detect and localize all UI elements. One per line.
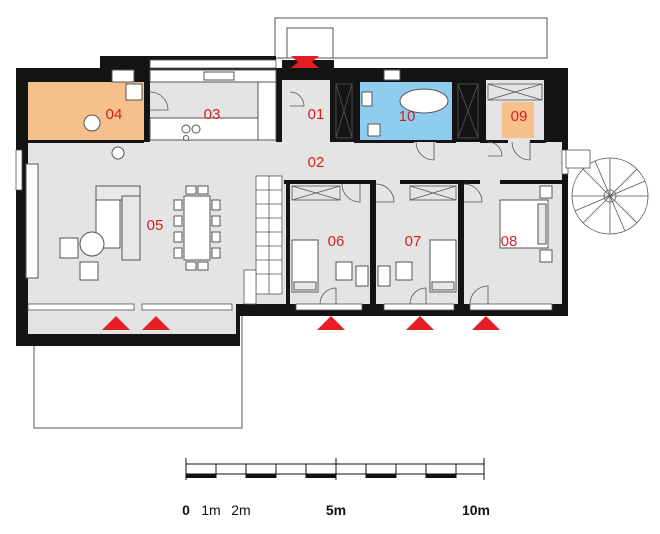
scale-bar: 0 1m 2m 5m 10m [182, 458, 490, 518]
entrance-marker-top [291, 56, 319, 68]
room-label-09: 09 [511, 108, 528, 125]
bathroom-fixtures [361, 69, 449, 137]
scale-label-10m: 10m [462, 502, 490, 518]
staircase [255, 175, 283, 295]
entrance-marker [472, 316, 500, 330]
room-label-07: 07 [405, 233, 422, 250]
hall-01-floor [282, 80, 330, 144]
entrance-marker [102, 316, 130, 330]
scale-label-1m: 1m [201, 502, 220, 518]
scale-label-0: 0 [182, 502, 190, 518]
dining-table [173, 185, 221, 271]
room-label-04: 04 [106, 106, 123, 123]
entrance-marker [317, 316, 345, 330]
room-09-fill [502, 102, 534, 138]
beds [291, 185, 553, 293]
rear-terrace-outline [274, 17, 548, 59]
living-room-furniture [25, 146, 141, 281]
interior-walls [28, 80, 562, 304]
door-swings [149, 91, 531, 305]
windows [15, 59, 569, 311]
room-label-02: 02 [308, 154, 325, 171]
room-label-03: 03 [204, 106, 221, 123]
scale-label-5m: 5m [326, 502, 346, 518]
entrance-porch-outline [286, 27, 334, 59]
kitchen-counters [149, 69, 277, 141]
spiral-staircase [565, 149, 649, 235]
scale-label-2m: 2m [231, 502, 250, 518]
room-04-fill [28, 82, 144, 140]
room-label-01: 01 [308, 106, 325, 123]
entrance-marker [406, 316, 434, 330]
room-label-08: 08 [501, 233, 518, 250]
room-label-06: 06 [328, 233, 345, 250]
room-label-05: 05 [147, 217, 164, 234]
room-04-fixtures [83, 69, 143, 132]
entrance-marker [142, 316, 170, 330]
room-label-10: 10 [399, 108, 416, 125]
interior-floor [28, 142, 562, 334]
stair-landing [243, 269, 257, 305]
wardrobe-marks [291, 83, 543, 201]
